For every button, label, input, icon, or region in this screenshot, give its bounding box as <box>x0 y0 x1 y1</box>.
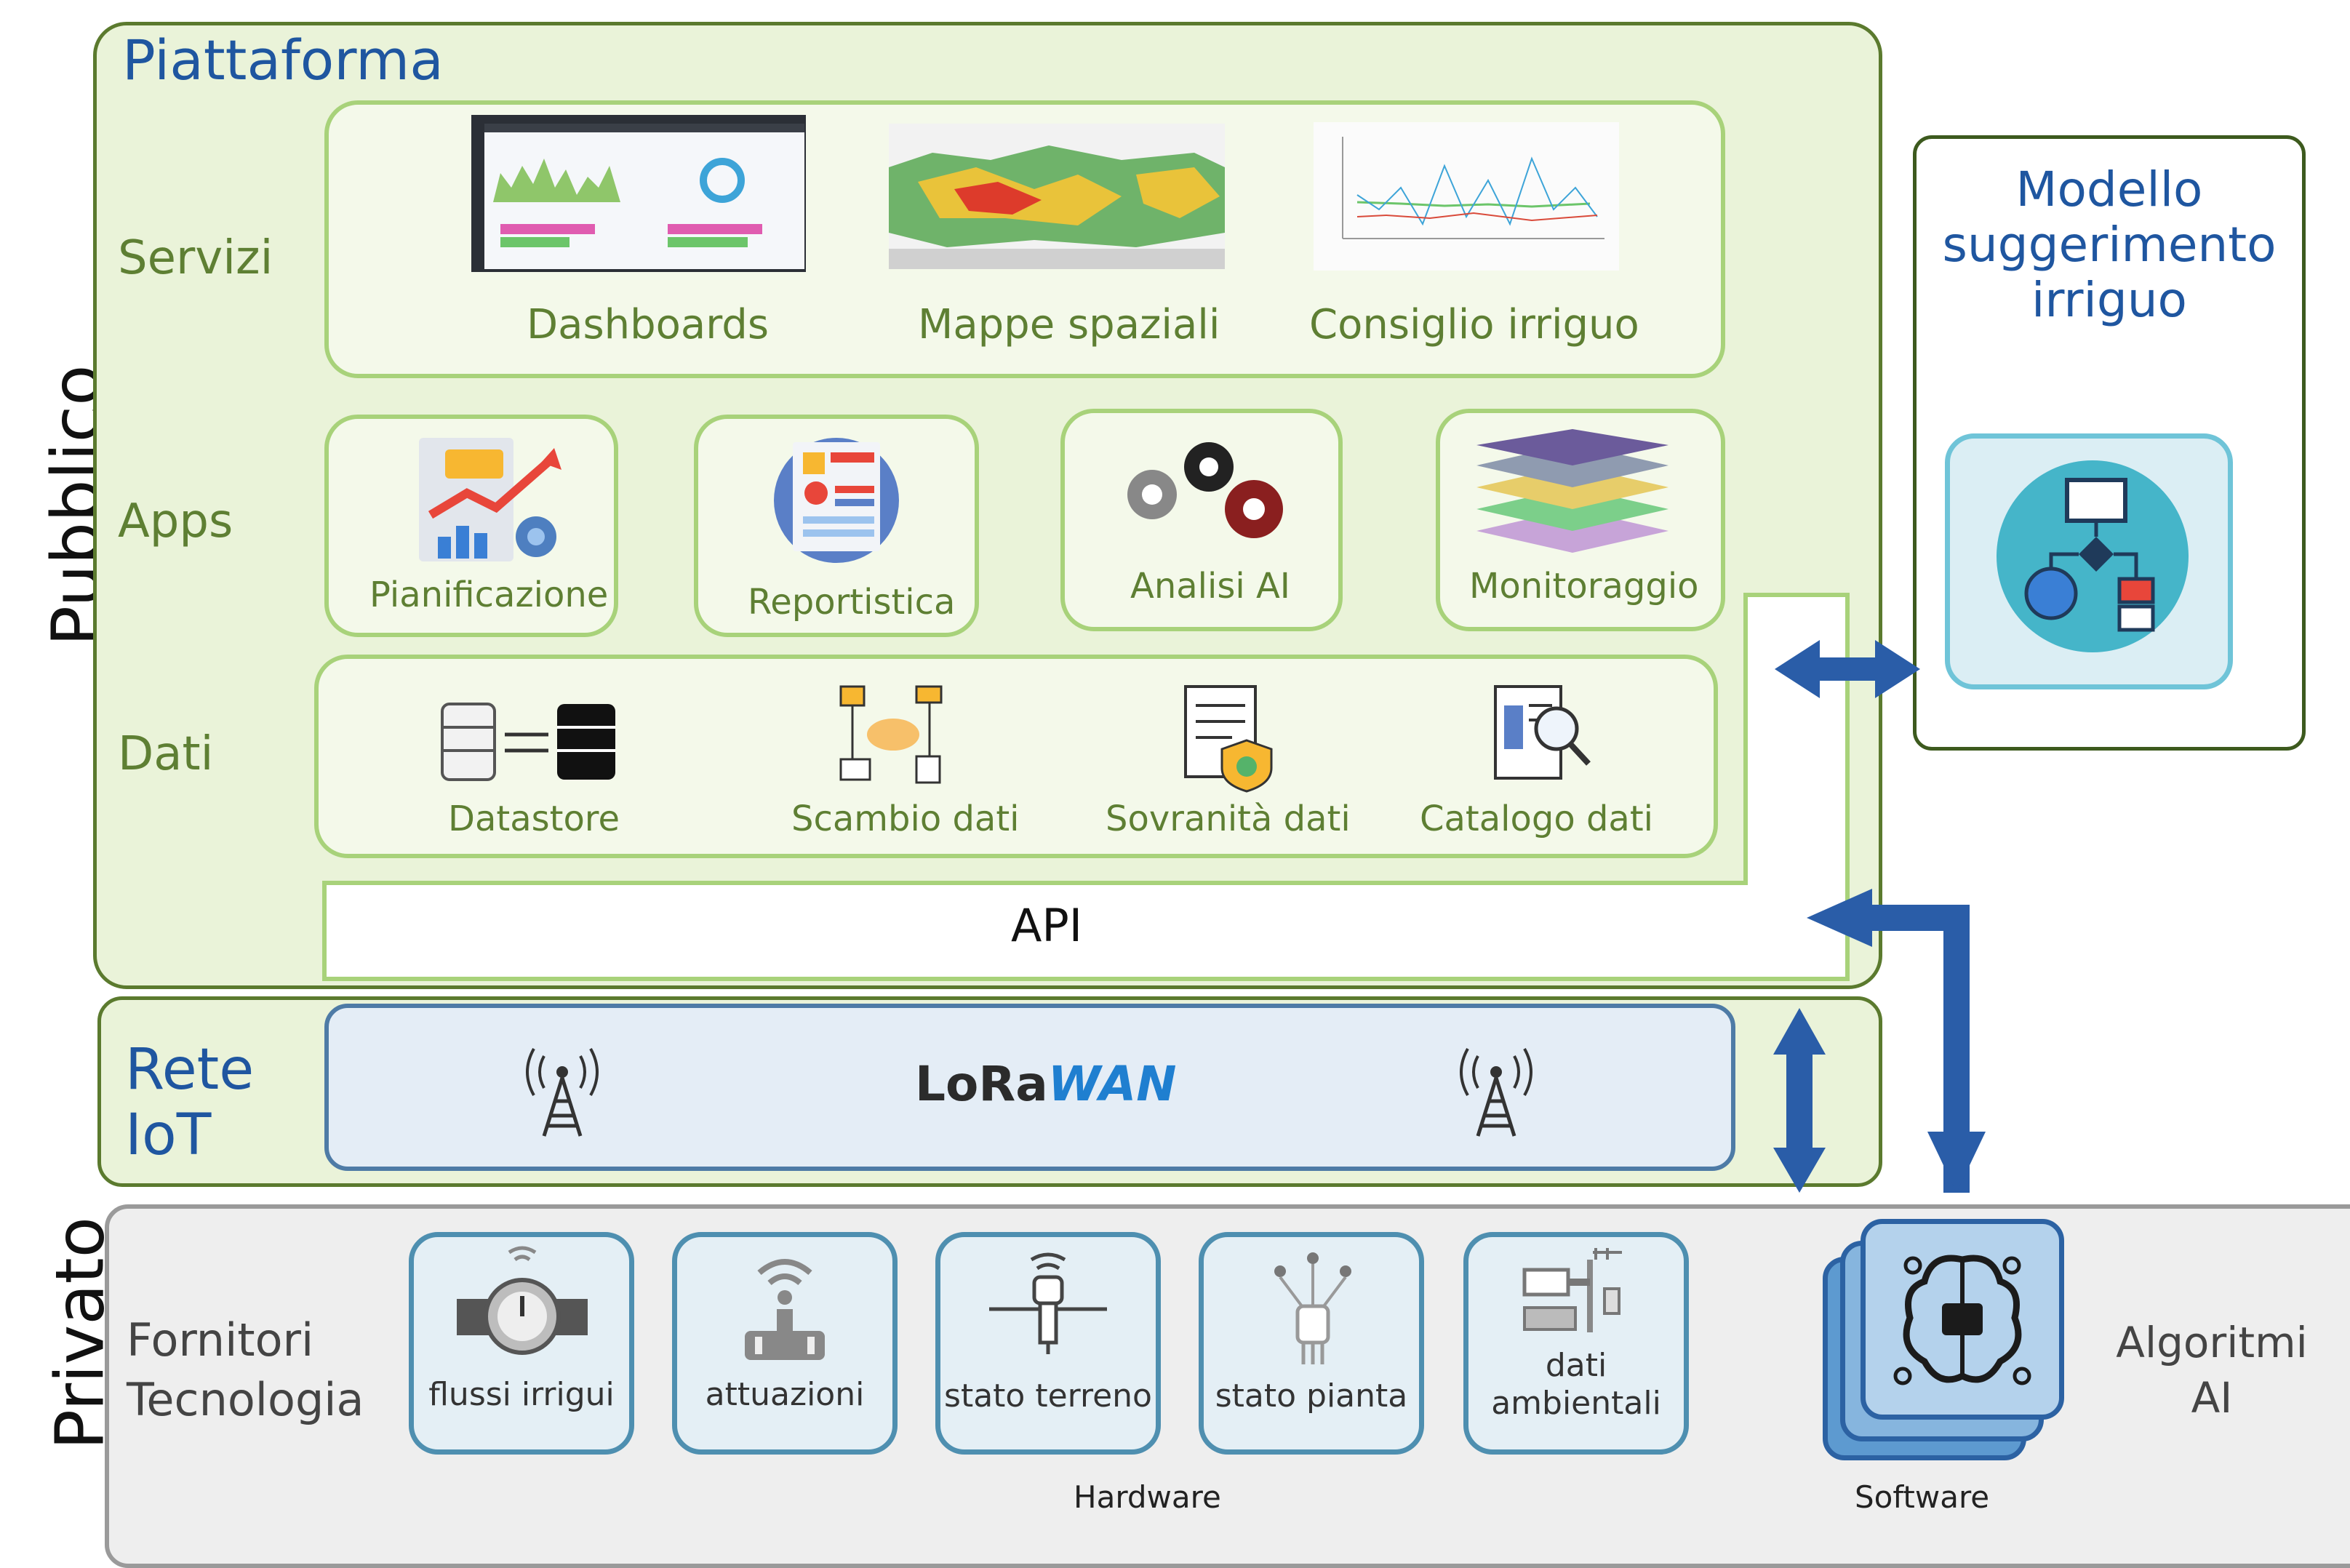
dashboard-thumbnail <box>471 115 806 272</box>
layered-map-icon <box>1476 429 1668 560</box>
map-thumbnail <box>889 124 1225 269</box>
hardware-label: Hardware <box>1074 1479 1221 1515</box>
software-label: Software <box>1855 1479 1990 1515</box>
device-label-environment: dati ambientali <box>1491 1347 1661 1422</box>
service-label-dashboards: Dashboards <box>527 301 769 348</box>
valve-actuator-icon <box>738 1251 832 1367</box>
lorawan-logo-lora: LoRa <box>915 1056 1048 1112</box>
antenna-icon-right <box>1449 1046 1543 1140</box>
device-box-environment[interactable] <box>1463 1232 1689 1455</box>
antenna-icon-left <box>515 1046 610 1140</box>
ai-brain-icon <box>1888 1245 2037 1391</box>
soil-sensor-icon <box>986 1248 1110 1357</box>
device-label-irrigation-flow: flussi irrigui <box>428 1376 615 1413</box>
service-label-maps: Mappe spaziali <box>918 301 1220 348</box>
app-label-monitoring: Monitoraggio <box>1469 566 1699 607</box>
row-label-data: Dati <box>118 727 214 781</box>
iot-title-line1: Rete <box>125 1037 255 1103</box>
api-connector-frame <box>322 593 1850 981</box>
gears-icon <box>1116 436 1298 545</box>
device-label-soil-status: stato terreno <box>944 1377 1152 1415</box>
data-exchange-icon <box>836 684 946 785</box>
providers-label-line1: Fornitori <box>127 1313 314 1367</box>
lorawan-logo-wan: WAN <box>1047 1056 1177 1112</box>
weather-station-icon <box>1520 1245 1629 1340</box>
data-box <box>314 655 1718 858</box>
device-label-actuation: attuazioni <box>705 1376 865 1413</box>
catalog-search-icon <box>1491 684 1593 785</box>
connector-arrows <box>1773 640 1986 1193</box>
flow-meter-icon <box>451 1238 594 1361</box>
data-label-catalog: Catalogo dati <box>1420 799 1653 839</box>
sovereignty-shield-icon <box>1181 684 1276 793</box>
model-title-line1: Modello <box>2015 161 2203 217</box>
platform-title: Piattaforma <box>122 28 444 92</box>
row-label-services: Servizi <box>118 231 273 285</box>
service-label-irrigation-advice: Consiglio irriguo <box>1309 301 1639 348</box>
irrigation-chart-thumbnail <box>1314 122 1619 271</box>
model-title-line2: suggerimento <box>1942 217 2277 273</box>
iot-title-line2: IoT <box>125 1103 212 1168</box>
api-label: API <box>1011 899 1083 952</box>
software-to-api-arrow <box>1872 905 1970 1193</box>
row-label-apps: Apps <box>118 495 233 548</box>
workflow-icon <box>1994 458 2191 655</box>
app-label-ai-analysis: Analisi AI <box>1130 566 1290 607</box>
data-label-sovereignty: Sovranità dati <box>1106 799 1351 839</box>
providers-label-line2: Tecnologia <box>127 1373 364 1426</box>
ai-algorithms-line1: Algoritmi <box>2116 1318 2308 1367</box>
planning-icon <box>416 435 569 566</box>
plant-sensor-icon <box>1266 1248 1360 1372</box>
app-label-planning: Pianificazione <box>369 575 609 615</box>
ai-algorithms-line2: AI <box>2191 1373 2233 1423</box>
data-label-exchange: Scambio dati <box>791 799 1020 839</box>
datastore-icon <box>439 698 621 785</box>
iot-vertical-double-arrow <box>1773 1008 1826 1193</box>
app-label-reporting: Reportistica <box>748 582 956 623</box>
lorawan-logo: LoRaWAN <box>915 1056 1177 1112</box>
reporting-icon <box>764 435 909 566</box>
model-title-line3: irriguo <box>2031 272 2187 328</box>
model-double-arrow <box>1775 640 1920 698</box>
data-label-datastore: Datastore <box>448 799 620 839</box>
device-label-plant-status: stato pianta <box>1215 1377 1408 1415</box>
